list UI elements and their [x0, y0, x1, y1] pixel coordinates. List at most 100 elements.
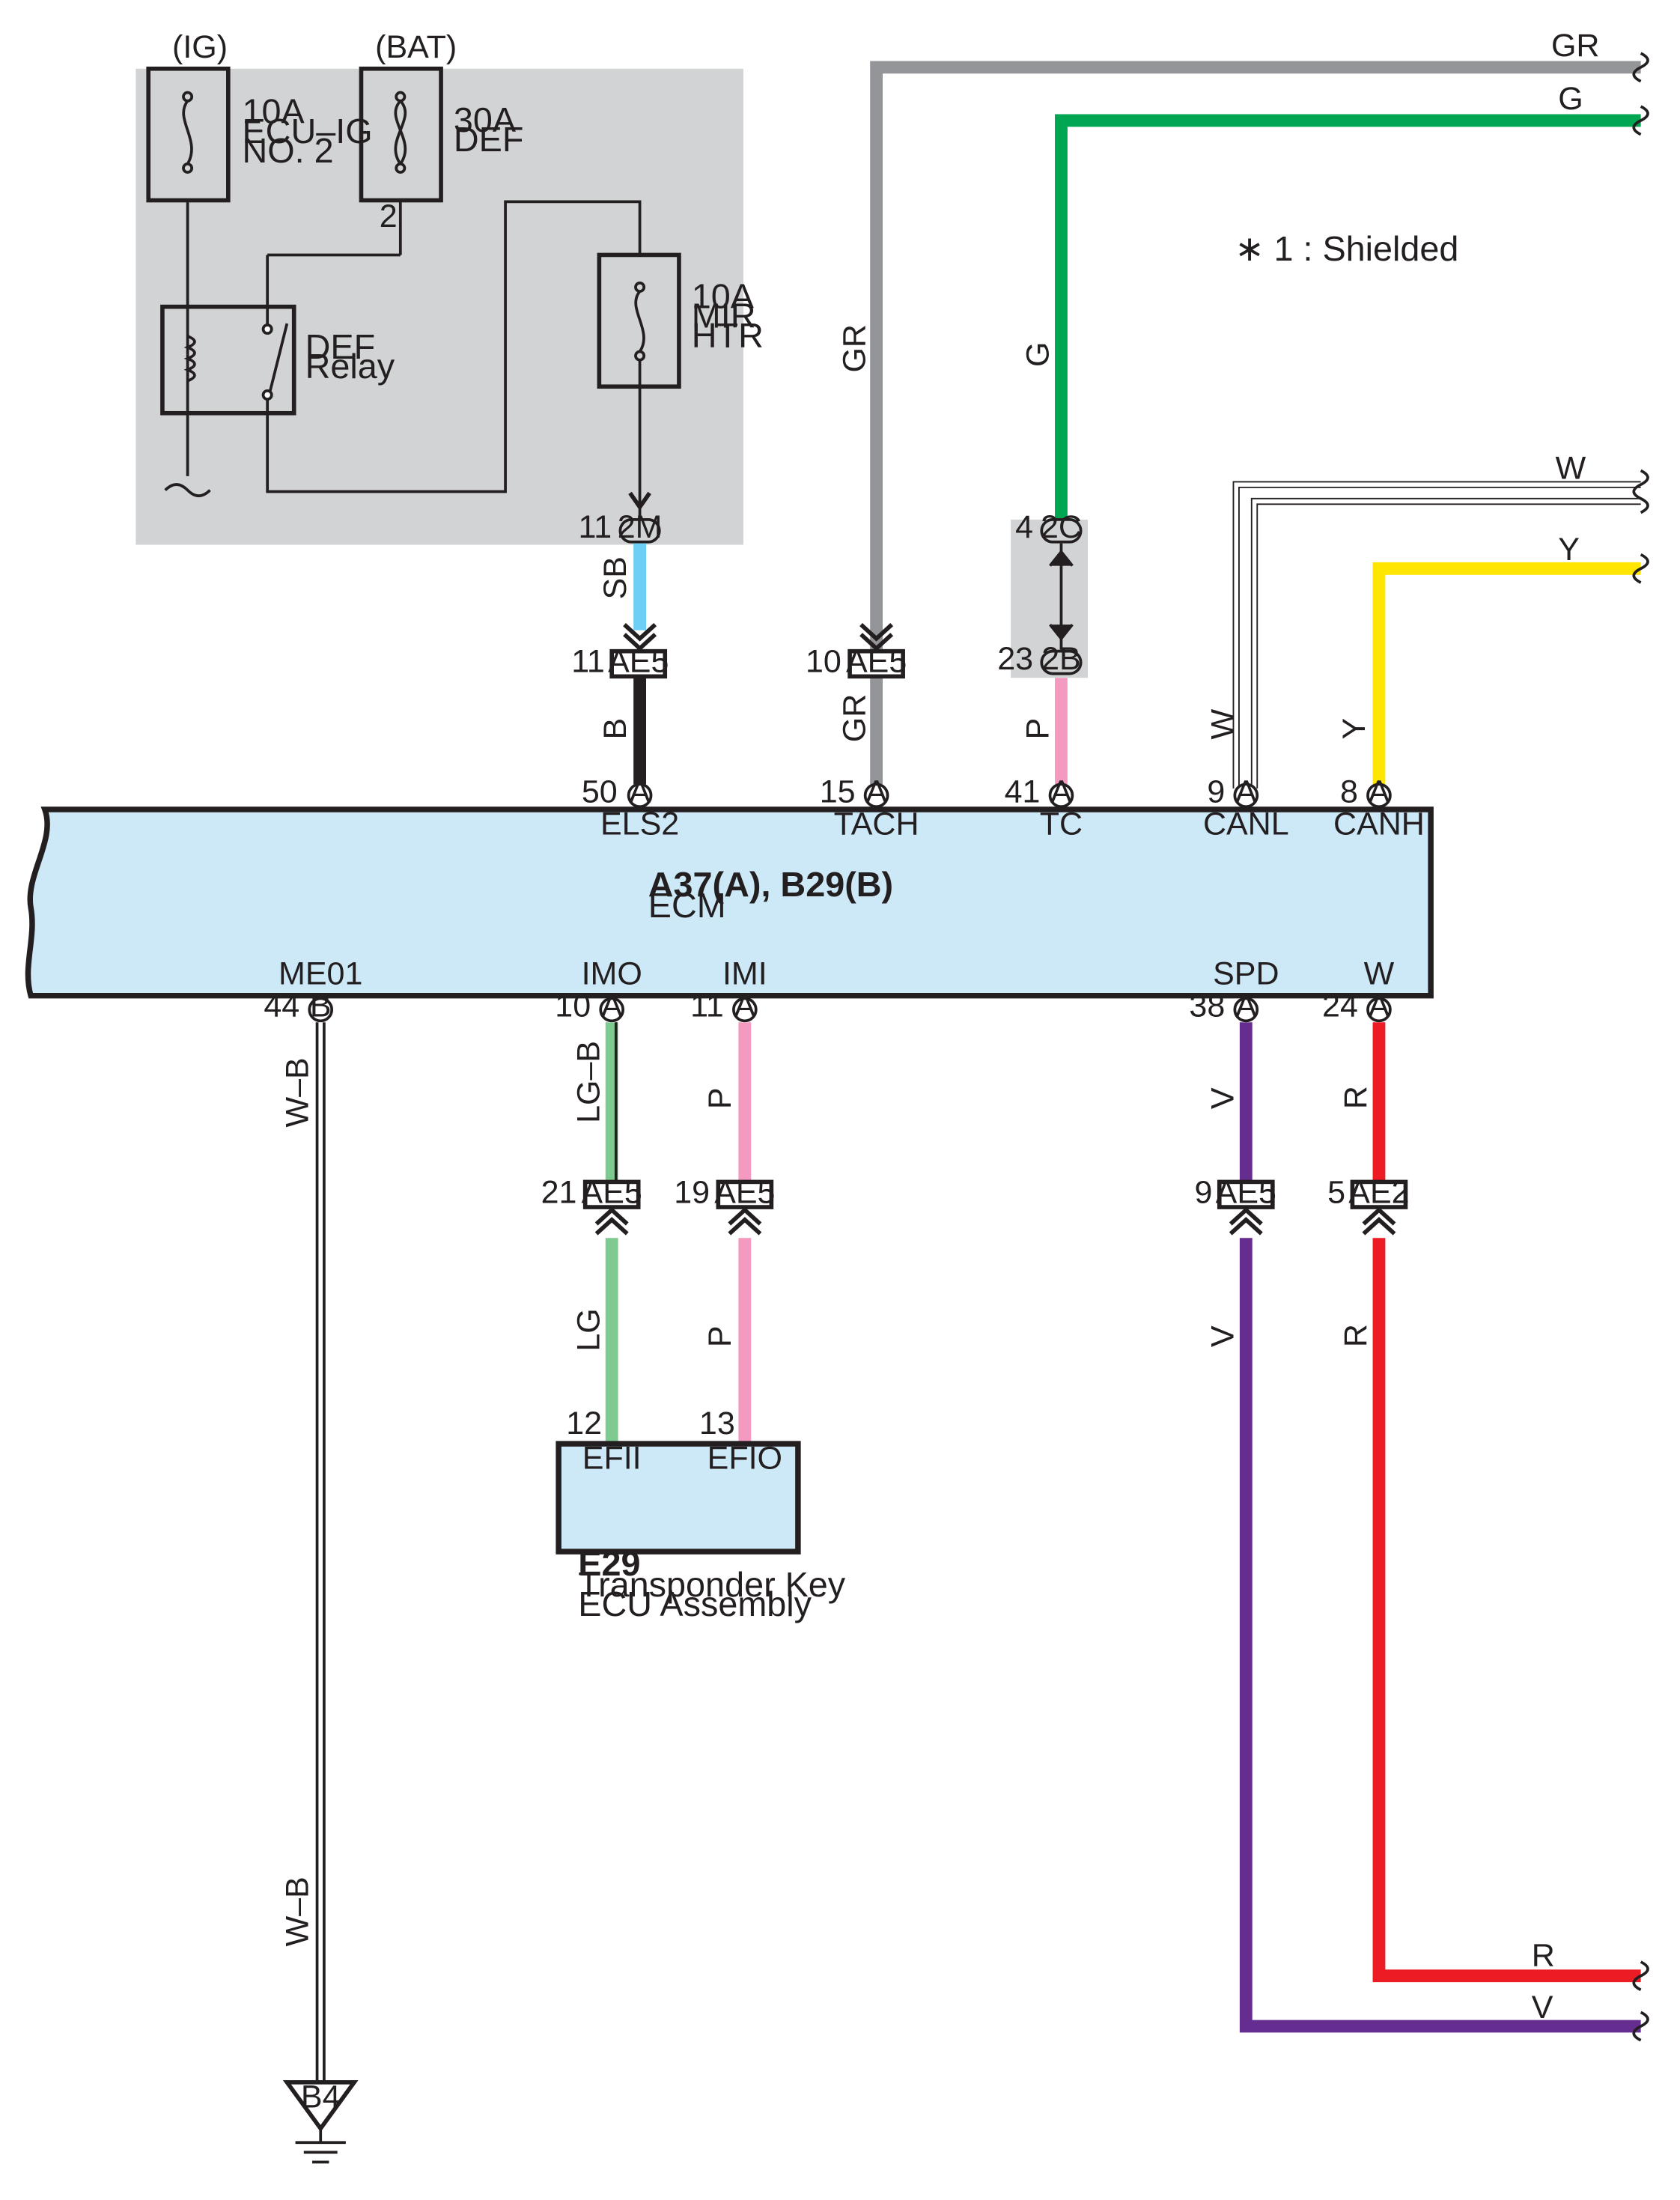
svg-text:A: A: [1235, 774, 1257, 810]
connector-ae5-21: AE5 21: [541, 1174, 642, 1210]
pin-efii-name: EFII: [582, 1441, 642, 1477]
svg-text:A: A: [601, 988, 623, 1024]
fuse1-name: ECU–IG: [243, 112, 373, 151]
connector-ae5-19: AE5 19: [674, 1174, 775, 1210]
wire-g-end-label: G: [1558, 81, 1583, 117]
wire-gr-end-label: GR: [1551, 28, 1600, 64]
fuse2-rating: 30A: [454, 100, 517, 139]
wire-lg-label: LG: [570, 1308, 606, 1351]
pin-number: 11: [571, 644, 605, 680]
wire-p-upper-label: P: [702, 1087, 738, 1109]
lower-wires: W–B W–B B4 LG–B AE5 21 LG P AE5 19: [279, 1022, 1649, 2164]
connector-2m: 2M 11: [579, 509, 663, 545]
wire-break-icon: [1632, 52, 1649, 83]
fuse2-pin: 2: [380, 198, 398, 234]
wire-r-lower-label: R: [1338, 1324, 1374, 1347]
ecm-pin-canh: A 8 CANH: [1333, 774, 1425, 842]
svg-text:50: 50: [582, 774, 618, 810]
svg-text:15: 15: [820, 774, 856, 810]
pin-number: 19: [674, 1174, 710, 1210]
svg-text:A: A: [1369, 774, 1390, 810]
connector-id: 2B: [1041, 641, 1081, 677]
fuse3-rating: 10A: [692, 277, 755, 316]
svg-text:8: 8: [1340, 774, 1358, 810]
ecm-pin-tach: A 15 TACH: [820, 774, 919, 842]
coil-icon: [183, 335, 196, 383]
wire-w-end-label: W: [1556, 451, 1586, 487]
wire-v-lower: [1239, 1238, 1641, 2033]
wire-sb-label: SB: [597, 556, 633, 599]
svg-text:A: A: [734, 988, 755, 1024]
svg-text:A: A: [1235, 988, 1257, 1024]
svg-text:TACH: TACH: [834, 806, 919, 842]
wire-w-label: W: [1205, 708, 1241, 739]
wire-g: [1055, 114, 1641, 526]
fuse-ecu-ig-no2: 10A ECU–IG NO. 2: [146, 66, 373, 203]
svg-text:11: 11: [690, 988, 724, 1024]
fuse2-name: DEF: [454, 120, 524, 159]
wire-break-icon: [1632, 553, 1649, 584]
connector-ae5-9: AE5 9: [1194, 1174, 1276, 1210]
wire-g-label: G: [1020, 342, 1056, 367]
switch-icon: [269, 323, 289, 392]
svg-text:38: 38: [1189, 988, 1225, 1024]
ground-id: B4: [301, 2079, 341, 2115]
svg-text:A: A: [1050, 774, 1072, 810]
svg-text:44: 44: [264, 988, 299, 1024]
power-supply-panel: (IG) (BAT) 10A ECU–IG NO. 2 30A DEF 2: [136, 29, 764, 545]
svg-text:24: 24: [1322, 988, 1358, 1024]
connector-id: 2C: [1041, 509, 1082, 545]
svg-text:41: 41: [1005, 774, 1041, 810]
wire-wb-label: W–B: [279, 1057, 315, 1127]
connector-2b: 2B 23: [997, 641, 1083, 677]
transponder-name2: ECU Assembly: [578, 1584, 812, 1623]
svg-text:A: A: [629, 774, 651, 810]
wire-r-end-label: R: [1532, 1938, 1555, 1974]
svg-text:A: A: [865, 774, 887, 810]
wire-gr: [870, 61, 1641, 659]
wire-v-upper-label: V: [1205, 1087, 1241, 1109]
svg-text:9: 9: [1207, 774, 1225, 810]
svg-text:10: 10: [555, 988, 591, 1024]
svg-text:A: A: [1369, 988, 1390, 1024]
fuse-icon: [394, 100, 407, 165]
wire-b-label: B: [597, 718, 633, 740]
ecm-connectors: A37(A), B29(B): [648, 865, 893, 904]
wire-r-upper-label: R: [1338, 1086, 1374, 1109]
wire-y-end-label: Y: [1558, 532, 1580, 568]
pin-number: 23: [997, 641, 1033, 677]
fuse1-name2: NO. 2: [243, 131, 334, 170]
connector-ae5-11: AE5 11: [571, 644, 669, 680]
pin-number: 10: [806, 644, 841, 680]
connector-id: AE5: [846, 644, 907, 680]
svg-text:W: W: [1364, 956, 1395, 992]
ecm-pin-canl: A 9 CANL: [1203, 774, 1289, 842]
svg-text:CANL: CANL: [1203, 806, 1289, 842]
ground-b4: B4: [282, 2079, 359, 2164]
bat-label: (BAT): [375, 29, 457, 65]
ecm-pin-w: W A 24: [1322, 956, 1395, 1024]
connector-ae5-10: AE5 10: [806, 644, 907, 680]
svg-text:IMI: IMI: [722, 956, 767, 992]
connector-2c: 2C 4: [1015, 509, 1083, 545]
wire-break-icon: [1632, 2011, 1649, 2042]
pin-number: 9: [1194, 1174, 1212, 1210]
transponder-body: [556, 1441, 801, 1555]
wire-p-label: P: [1020, 718, 1056, 740]
fuse3-name2: HTR: [692, 316, 764, 355]
connector-id: 2M: [618, 509, 663, 545]
fuse-icon: [182, 100, 193, 165]
ecm-name: ECM: [648, 886, 726, 925]
pin-number: 11: [579, 509, 612, 545]
relay-name2: Relay: [305, 347, 395, 386]
wire-p-lower-label: P: [702, 1325, 738, 1347]
fuse1-rating: 10A: [243, 92, 305, 131]
fuse-mir-htr: 10A MIR HTR: [597, 252, 764, 519]
wire-y: [1372, 562, 1641, 788]
svg-text:TC: TC: [1040, 806, 1083, 842]
wire-v-end-label: V: [1532, 1990, 1553, 2026]
transponder-code: E29: [578, 1544, 640, 1583]
svg-text:IMO: IMO: [582, 956, 642, 992]
wire-break-icon: [1632, 105, 1649, 136]
